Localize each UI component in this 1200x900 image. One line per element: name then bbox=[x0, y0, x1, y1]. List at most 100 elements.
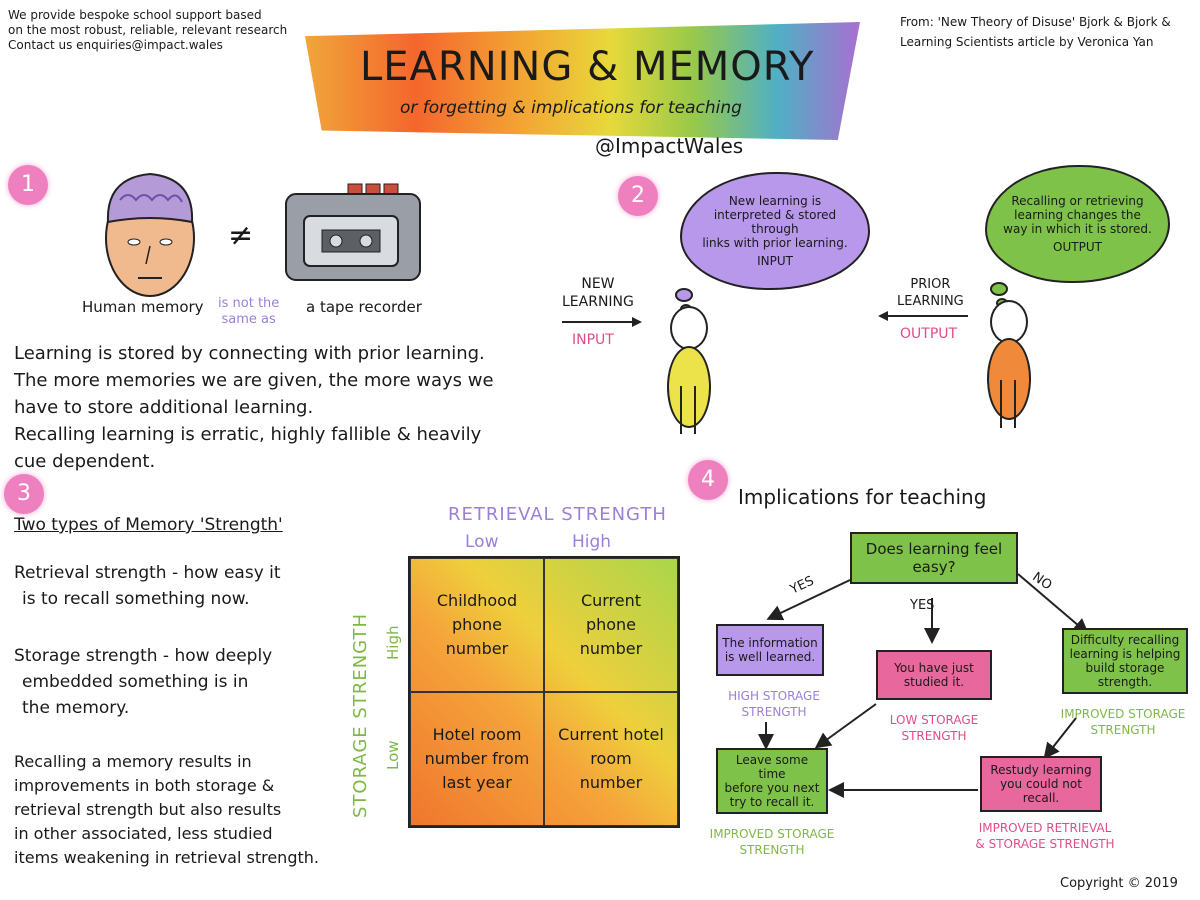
paragraph-line: The more memories we are given, the more… bbox=[14, 370, 494, 391]
label-line: LOW STORAGE bbox=[889, 713, 979, 727]
human-memory-label: Human memory bbox=[82, 298, 204, 316]
high-storage-label: HIGH STORAGE STRENGTH bbox=[720, 688, 828, 720]
cell-line: number from bbox=[424, 749, 530, 768]
improved-storage-left-label: IMPROVED STORAGE STRENGTH bbox=[706, 826, 838, 858]
tape-recorder-icon bbox=[280, 180, 425, 290]
source-note: From: 'New Theory of Disuse' Bjork & Bjo… bbox=[900, 12, 1195, 52]
box-line: build storage strength. bbox=[1085, 661, 1165, 689]
paragraph-line: Learning is stored by connecting with pr… bbox=[14, 343, 485, 364]
closing-line: retrieval strength but also results bbox=[14, 800, 282, 819]
label-line: LEARNING bbox=[562, 294, 634, 310]
flowchart-arrows bbox=[758, 573, 1090, 798]
cell-line: Hotel room bbox=[432, 725, 522, 744]
learner-leg bbox=[680, 386, 682, 434]
label-line: NEW bbox=[581, 276, 615, 292]
cell-line: phone bbox=[451, 615, 503, 634]
question-line: Does learning feel bbox=[865, 540, 1003, 558]
improved-storage-right-label: IMPROVED STORAGE STRENGTH bbox=[1050, 706, 1196, 738]
label-line: HIGH STORAGE bbox=[728, 689, 820, 703]
thought-bubble-dot bbox=[675, 288, 693, 302]
tape-recorder-label: a tape recorder bbox=[306, 298, 422, 316]
box-line: Restudy learning bbox=[990, 763, 1092, 777]
cell-line: Current bbox=[580, 591, 642, 610]
definition-line: Retrieval strength - how easy it bbox=[14, 563, 281, 583]
paragraph-line: have to store additional learning. bbox=[14, 397, 314, 418]
label-line: IMPROVED STORAGE bbox=[1060, 707, 1186, 721]
box-line: before you next bbox=[724, 781, 820, 795]
human-head-icon bbox=[90, 160, 210, 300]
box-line: recall. bbox=[1022, 791, 1060, 805]
grid-x-title: RETRIEVAL STRENGTH bbox=[448, 504, 667, 525]
header-note-line: We provide bespoke school support based bbox=[8, 8, 262, 22]
recaller-body bbox=[987, 338, 1031, 420]
source-line: Learning Scientists article by Veronica … bbox=[900, 35, 1154, 49]
not-equal-sign: ≠ bbox=[228, 218, 254, 253]
label-line: STRENGTH bbox=[901, 729, 967, 743]
cloud-line: learning changes the bbox=[1014, 208, 1141, 222]
recaller-leg bbox=[1000, 380, 1002, 428]
comparison-line: same as bbox=[221, 312, 276, 327]
thought-bubble-dot bbox=[990, 282, 1008, 296]
cell-line: Current hotel bbox=[558, 725, 664, 744]
label-line: STRENGTH bbox=[1090, 723, 1156, 737]
header-note: We provide bespoke school support based … bbox=[8, 8, 303, 53]
label-line: PRIOR bbox=[910, 277, 951, 292]
label-line: STRENGTH bbox=[741, 705, 807, 719]
definition-line: the memory. bbox=[22, 698, 130, 718]
storage-definition: Storage strength - how deeply embedded s… bbox=[14, 643, 354, 721]
retrieval-definition: Retrieval strength - how easy it is to r… bbox=[14, 560, 354, 612]
box-line: you could not bbox=[1000, 777, 1082, 791]
section-3-heading: Two types of Memory 'Strength' bbox=[14, 515, 283, 535]
input-word: INPUT bbox=[572, 332, 614, 348]
label-line: & STORAGE STRENGTH bbox=[975, 837, 1115, 851]
grid-x-high: High bbox=[572, 532, 612, 552]
section-1-badge: 1 bbox=[8, 165, 48, 205]
prior-learning-label: PRIOR LEARNING bbox=[897, 276, 964, 310]
cell-line: room bbox=[590, 749, 632, 768]
definition-line: embedded something is in bbox=[22, 672, 249, 692]
learner-leg bbox=[694, 386, 696, 434]
cloud-line: way in which it is stored. bbox=[1003, 222, 1152, 236]
comparison-label: is not the same as bbox=[218, 296, 279, 328]
definition-line: is to recall something now. bbox=[22, 589, 250, 609]
header-contact: Contact us enquiries@impact.wales bbox=[8, 38, 223, 52]
box-line: learning is helping bbox=[1069, 647, 1181, 661]
paragraph-line: Recalling learning is erratic, highly fa… bbox=[14, 424, 482, 445]
low-storage-label: LOW STORAGE STRENGTH bbox=[876, 712, 992, 744]
learner-body bbox=[667, 346, 711, 428]
paragraph-line: cue dependent. bbox=[14, 451, 156, 472]
cloud-line: OUTPUT bbox=[1053, 240, 1102, 254]
grid-cell-low-storage-high-retrieval: Current hotel room number bbox=[544, 692, 678, 826]
box-line: Difficulty recalling bbox=[1070, 633, 1180, 647]
page-title: LEARNING & MEMORY bbox=[360, 44, 815, 90]
closing-line: in other associated, less studied bbox=[14, 824, 273, 843]
cell-line: number bbox=[579, 773, 643, 792]
comparison-line: is not the bbox=[218, 296, 280, 311]
recaller-head bbox=[990, 300, 1028, 344]
output-thought-cloud: Recalling or retrieving learning changes… bbox=[985, 165, 1170, 283]
cell-line: number bbox=[445, 639, 509, 658]
grid-y-high: High bbox=[384, 625, 402, 660]
section-3-closing: Recalling a memory results in improvemen… bbox=[14, 750, 374, 870]
page-subtitle: or forgetting & implications for teachin… bbox=[400, 98, 742, 118]
label-line: LEARNING bbox=[897, 294, 964, 309]
cell-line: phone bbox=[585, 615, 637, 634]
box-line: try to recall it. bbox=[729, 795, 815, 809]
box-line: studied it. bbox=[903, 675, 965, 689]
closing-line: improvements in both storage & bbox=[14, 776, 275, 795]
grid-x-low: Low bbox=[465, 532, 499, 552]
cell-line: number bbox=[579, 639, 643, 658]
label-line: IMPROVED STORAGE bbox=[709, 827, 835, 841]
grid-cell-high-storage-high-retrieval: Current phone number bbox=[544, 558, 678, 692]
closing-line: Recalling a memory results in bbox=[14, 752, 252, 771]
definition-line: Storage strength - how deeply bbox=[14, 646, 273, 666]
label-line: STRENGTH bbox=[739, 843, 805, 857]
box-line: Leave some time bbox=[735, 753, 809, 781]
box-line: The information bbox=[722, 636, 818, 650]
